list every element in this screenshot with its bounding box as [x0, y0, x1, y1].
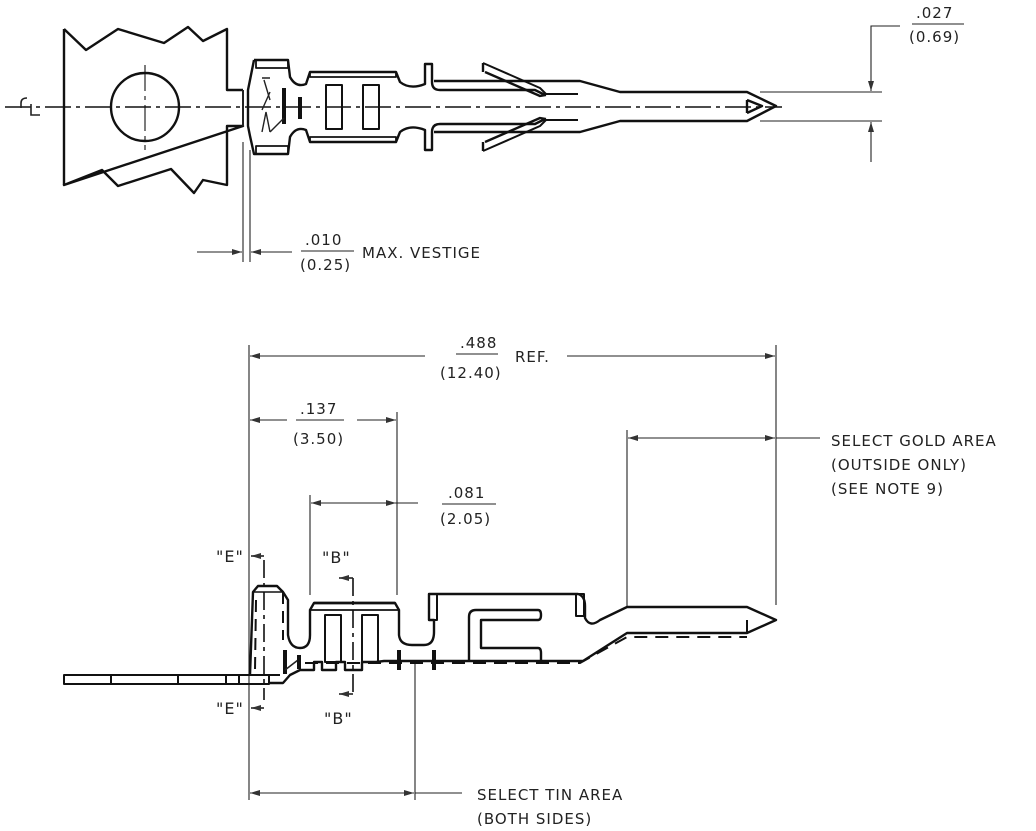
- note-select-gold-area: SELECT GOLD AREA (OUTSIDE ONLY) (SEE NOT…: [831, 432, 997, 498]
- dim-inch: .081: [448, 484, 485, 502]
- note-line: (BOTH SIDES): [477, 810, 592, 828]
- dim-mm: (0.25): [300, 256, 351, 274]
- section-marker-e: "E" "E": [216, 547, 244, 718]
- note-line: (OUTSIDE ONLY): [831, 456, 967, 474]
- dimension-vestige: .010 (0.25) MAX. VESTIGE: [300, 231, 481, 274]
- dim-inch: .488: [460, 334, 497, 352]
- dim-note: REF.: [515, 348, 550, 366]
- dim-note: MAX. VESTIGE: [362, 244, 481, 262]
- note-line: (SEE NOTE 9): [831, 480, 944, 498]
- section-label: "E": [216, 547, 244, 566]
- dimension-wire-crimp: .081 (2.05): [440, 484, 496, 528]
- section-label: "B": [324, 709, 353, 728]
- dim-mm: (3.50): [293, 430, 344, 448]
- dim-inch: .027: [916, 4, 953, 22]
- carrier-strip: [62, 25, 245, 195]
- dimension-insulation-crimp: .137 (3.50): [293, 400, 344, 448]
- dimension-tip-thickness: .027 (0.69): [909, 4, 964, 46]
- dim-mm: (12.40): [440, 364, 502, 382]
- section-label: "E": [216, 699, 244, 718]
- section-marker-b: "B" "B": [322, 548, 353, 728]
- dim-inch: .137: [300, 400, 337, 418]
- note-line: SELECT TIN AREA: [477, 786, 623, 804]
- dim-inch: .010: [305, 231, 342, 249]
- centerline-symbol: [20, 97, 40, 116]
- dimension-overall: .488 (12.40) REF.: [440, 334, 550, 382]
- dim-mm: (2.05): [440, 510, 491, 528]
- note-line: SELECT GOLD AREA: [831, 432, 997, 450]
- note-select-tin-area: SELECT TIN AREA (BOTH SIDES): [477, 786, 623, 828]
- section-label: "B": [322, 548, 351, 567]
- dim-mm: (0.69): [909, 28, 960, 46]
- top-view: .027 (0.69) .010 (0.25) MAX. VESTIGE: [5, 4, 964, 274]
- side-view: .488 (12.40) REF. .137 (3.50) .081 (2.05…: [63, 334, 997, 828]
